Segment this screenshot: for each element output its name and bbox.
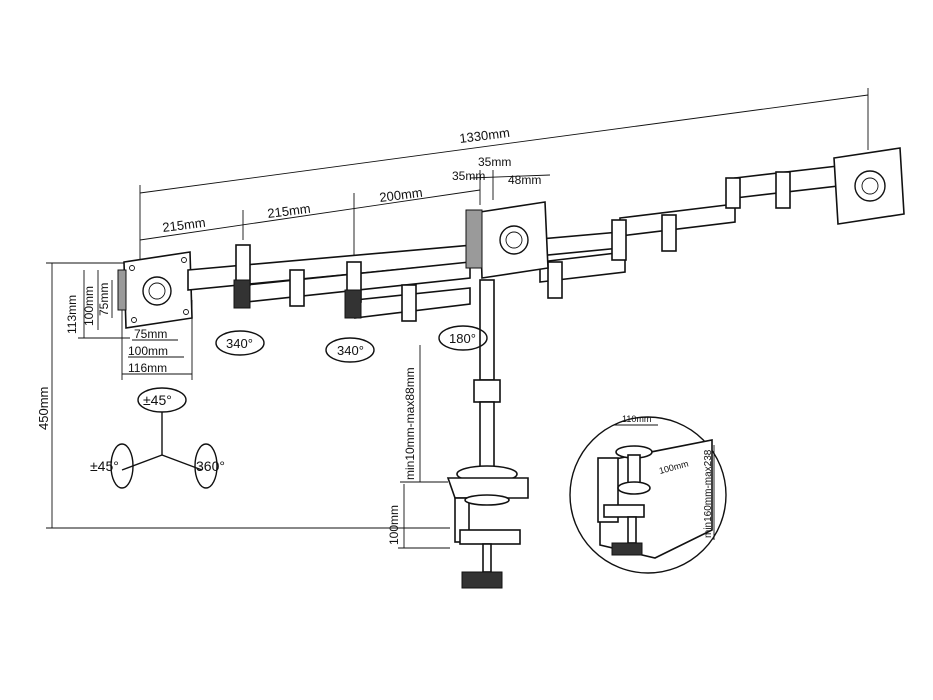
rot-arm-mid: 340°: [337, 343, 364, 358]
dim-offset-a: 35mm: [478, 155, 511, 169]
arm-joints: [233, 171, 791, 322]
dim-vesa-h-113: 113mm: [65, 295, 79, 334]
dimension-lines: 1330mm 215mm 215mm 200mm 35mm 35mm 48mm …: [36, 88, 869, 549]
dim-height-total: 450mm: [36, 387, 51, 430]
vesa-plate-left: [117, 251, 193, 329]
rot-arm-center: 180°: [449, 331, 476, 346]
rot-arm-left: 340°: [226, 336, 253, 351]
dim-vesa-h-75: 75mm: [97, 283, 111, 316]
dim-offset-c: 48mm: [508, 173, 541, 187]
rot-rotate: 360°: [196, 458, 225, 474]
vesa-plate-center: [465, 201, 549, 279]
dim-arm-seg-1: 215mm: [162, 215, 207, 235]
inset-width: 110mm: [622, 414, 651, 424]
dim-vesa-w-100: 100mm: [128, 344, 168, 358]
dim-clamp-height: 100mm: [387, 505, 401, 545]
dim-vesa-w-75: 75mm: [134, 327, 167, 341]
dim-arm-seg-3: 200mm: [379, 185, 424, 205]
dim-vesa-h-100: 100mm: [82, 286, 96, 326]
pole-and-clamp: [446, 279, 529, 589]
dim-vesa-w-116: 116mm: [128, 361, 167, 375]
dim-offset-b: 35mm: [452, 169, 485, 183]
dim-pole-adjust: min10mm-max88mm: [403, 367, 417, 480]
dim-total-width: 1330mm: [459, 125, 511, 146]
dim-arm-seg-2: 215mm: [267, 201, 312, 221]
clamp-inset: 110mm 100mm min160mm-max238: [569, 414, 727, 574]
rot-swivel: ±45°: [90, 458, 119, 474]
vesa-plate-right: [833, 147, 905, 225]
inset-thickness: min160mm-max238: [703, 449, 714, 538]
rotation-labels: 340° 340° 180° ±45° ±45° 360°: [90, 325, 488, 489]
rot-tilt: ±45°: [143, 392, 172, 408]
